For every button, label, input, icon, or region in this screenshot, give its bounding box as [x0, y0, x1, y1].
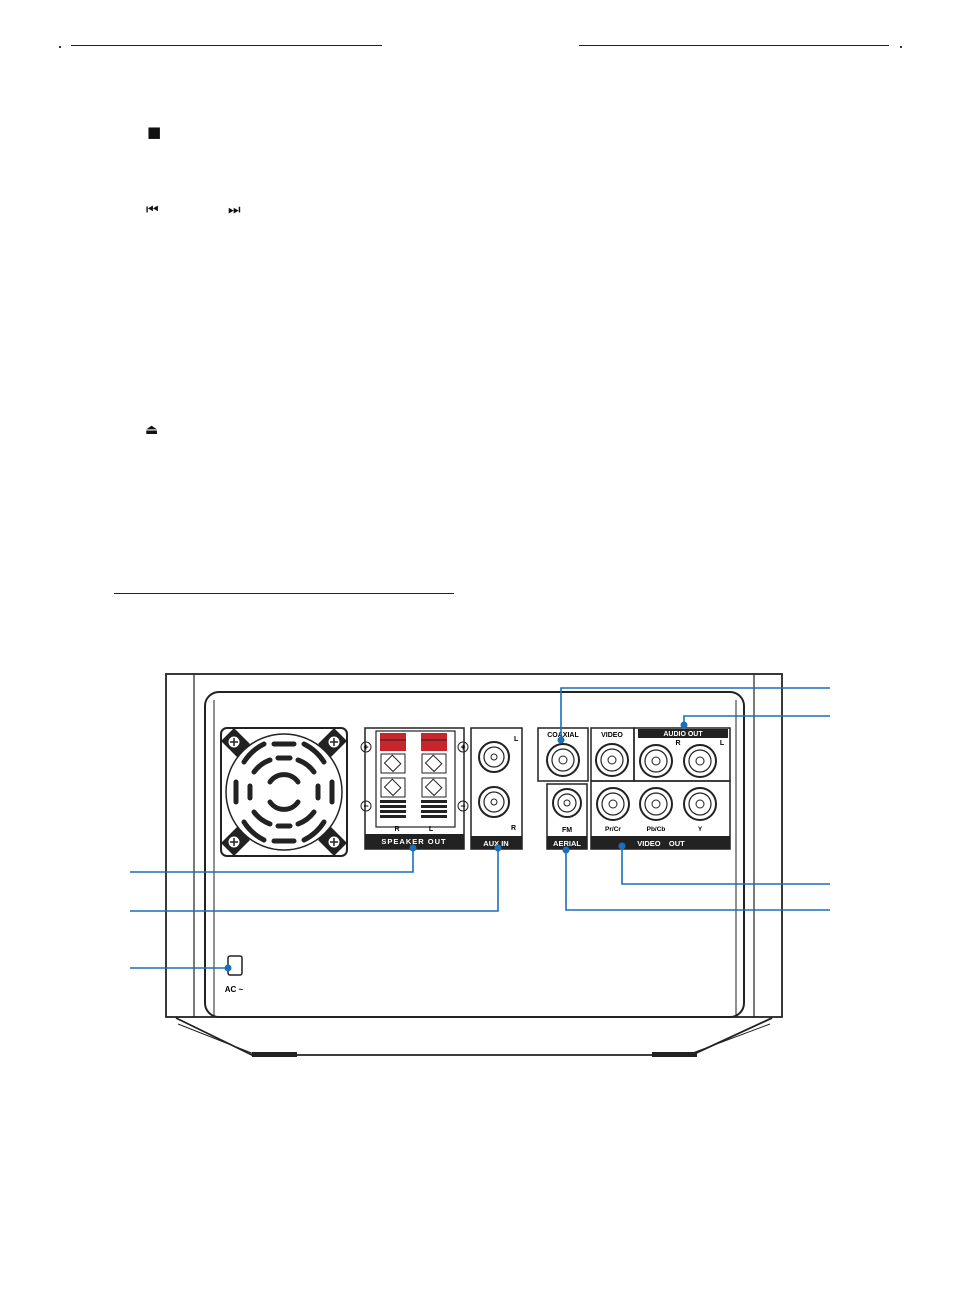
speaker-r-plus-terminal — [380, 733, 406, 751]
previous-icon: ⏮ — [146, 202, 159, 218]
audio-l-label: L — [720, 740, 725, 747]
aux-r-label: R — [511, 825, 516, 832]
video-out-label: VIDEO OUT — [637, 839, 685, 848]
aux-l-label: L — [514, 736, 519, 743]
section-heading-underline — [114, 593, 454, 594]
callout-fm-aerial — [565, 850, 830, 911]
minus-sign-right: − — [460, 801, 465, 811]
aux-in-jacks: L R AUX IN — [470, 727, 523, 850]
coaxial-jack: COAXIAL — [537, 727, 589, 782]
pr-cr-label: Pr/Cr — [605, 826, 621, 833]
audio-out-jacks: AUDIO OUT R L — [633, 727, 731, 782]
back-panel — [204, 691, 745, 1018]
stop-icon: ■ — [147, 123, 162, 141]
callout-aux-in — [130, 848, 499, 912]
plus-sign-right: + — [460, 742, 465, 752]
fm-aerial-jack: FM AERIAL — [546, 783, 588, 850]
header-rule-left — [71, 45, 382, 46]
aerial-label: AERIAL — [553, 839, 581, 848]
fm-label: FM — [562, 827, 572, 834]
eject-icon: ⏏ — [145, 422, 159, 438]
coaxial-label: COAXIAL — [547, 732, 579, 739]
video-jack: VIDEO — [590, 727, 635, 782]
header-rule-right — [579, 45, 889, 46]
speaker-out-terminals: + + − − R L SPEAKER OUT — [360, 727, 469, 850]
component-video-out-jacks: Pr/Cr Pb/Cb Y VIDEO OUT — [590, 780, 731, 850]
audio-out-label: AUDIO OUT — [663, 731, 703, 738]
header-dot-left — [59, 46, 61, 48]
video-label: VIDEO — [601, 732, 623, 739]
callout-coaxial — [560, 687, 830, 740]
callout-audio-out — [683, 715, 830, 725]
speaker-l-label: L — [429, 826, 434, 833]
speaker-r-label: R — [394, 826, 399, 833]
ac-label: AC ~ — [225, 985, 244, 994]
audio-r-label: R — [675, 740, 680, 747]
ac-power-inlet: AC ~ — [225, 955, 244, 994]
y-label: Y — [698, 826, 703, 833]
callout-video-out — [621, 846, 830, 885]
aux-in-label: AUX IN — [483, 839, 508, 848]
header-dot-right — [900, 46, 902, 48]
next-icon: ⏭ — [228, 202, 241, 218]
callout-speaker-out — [130, 848, 414, 873]
plus-sign-left: + — [363, 742, 368, 752]
callout-dots — [224, 721, 688, 972]
minus-sign-left: − — [363, 801, 368, 811]
speaker-out-label: SPEAKER OUT — [381, 837, 446, 846]
speaker-l-plus-terminal — [421, 733, 447, 751]
cooling-fan — [220, 727, 348, 857]
cabinet-base — [175, 1017, 773, 1057]
pb-cb-label: Pb/Cb — [647, 826, 666, 833]
